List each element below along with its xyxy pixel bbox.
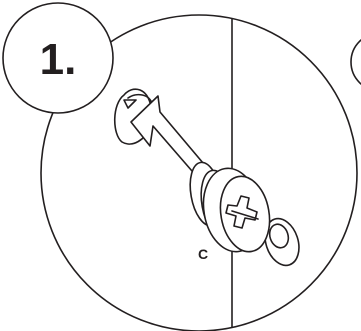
cam-fitting-label: C [198, 246, 208, 262]
next-step-badge-partial [351, 33, 361, 91]
step-badge: 1. [3, 3, 113, 113]
step-number-label: 1. [40, 35, 77, 84]
